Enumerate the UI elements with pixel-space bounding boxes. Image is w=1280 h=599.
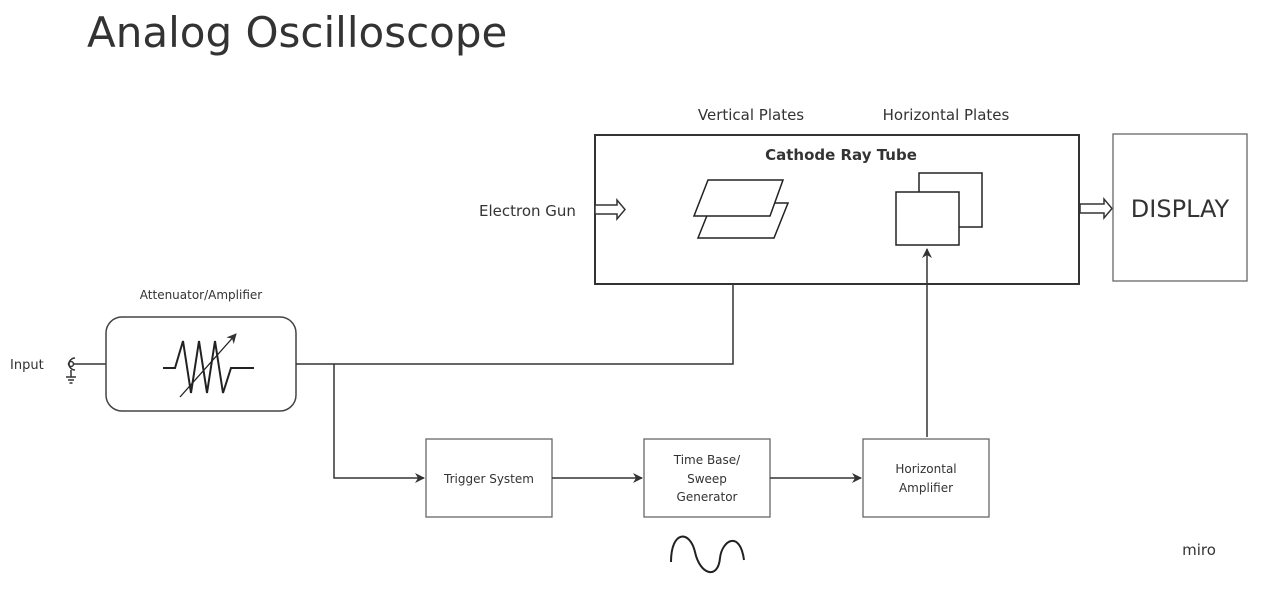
crt-label: Cathode Ray Tube [765, 146, 917, 164]
page-title: Analog Oscilloscope [87, 8, 507, 57]
hamp-label-line1: Horizontal [895, 462, 956, 476]
timebase-label-line2: Sweep [687, 472, 727, 486]
electron-gun-arrow-icon [594, 197, 626, 222]
timebase-block[interactable] [643, 438, 771, 518]
horizontal-plates-icon [895, 172, 983, 246]
display-block[interactable] [1112, 133, 1248, 282]
miro-watermark: miro [1182, 541, 1216, 559]
attenuator-block[interactable] [105, 316, 297, 412]
display-label: DISPLAY [1131, 195, 1230, 223]
vertical-plates-icon [692, 179, 790, 239]
electron-gun-label: Electron Gun [479, 202, 576, 220]
timebase-label-line1: Time Base/ [673, 453, 741, 467]
hamp-label-line2: Amplifier [899, 481, 953, 495]
timebase-label-line3: Generator [677, 490, 738, 504]
sawtooth-wave-icon [670, 535, 745, 574]
variable-resistor-icon [163, 333, 254, 398]
horizontal-plates-label: Horizontal Plates [883, 106, 1010, 124]
trigger-wire [333, 364, 425, 483]
vertical-plates-label: Vertical Plates [698, 106, 804, 124]
trigger-system-block[interactable] [425, 438, 553, 518]
attenuator-label: Attenuator/Amplifier [140, 288, 263, 302]
input-label: Input [10, 358, 44, 373]
bnc-connector-icon [66, 357, 76, 384]
display-arrow-icon [1079, 196, 1113, 221]
trigger-system-label: Trigger System [443, 472, 534, 486]
horizontal-amplifier-block[interactable] [862, 438, 990, 518]
